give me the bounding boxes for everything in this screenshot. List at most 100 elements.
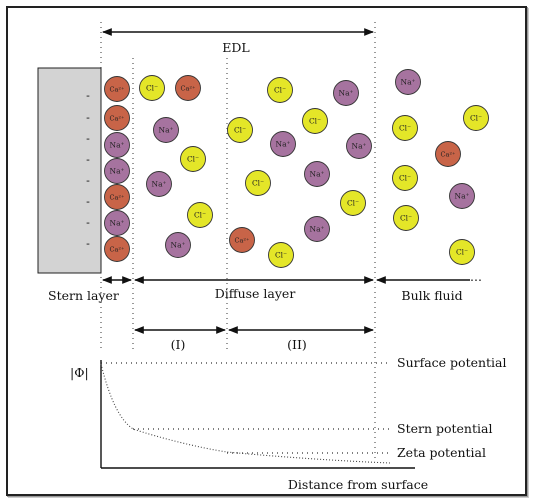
cl-ion-label: Cl⁻ [347, 199, 359, 208]
ca-ion-circle [229, 227, 255, 253]
na-ion: Na⁺ [346, 133, 372, 159]
cl-ion: Cl⁻ [187, 202, 213, 228]
cl-ion: Cl⁻ [392, 165, 418, 191]
distance-axis-label: Distance from surface [288, 477, 428, 492]
ca-ion-label: Ca²⁺ [110, 86, 125, 94]
na-ion: Na⁺ [395, 69, 421, 95]
cl-ion-label: Cl⁻ [274, 86, 286, 95]
surface-potential-label: Surface potential [397, 355, 507, 370]
cl-ion: Cl⁻ [267, 77, 293, 103]
negative-charge-sign: - [86, 132, 90, 145]
ca-ion-label: Ca²⁺ [181, 85, 196, 93]
cl-ion-label: Cl⁻ [187, 155, 199, 164]
potential-curve [100, 363, 391, 464]
cl-ion-circle [227, 117, 253, 143]
cl-ion-circle [463, 105, 489, 131]
ca-ion: Ca²⁺ [229, 227, 255, 253]
phi-axis-label: |Φ| [70, 365, 89, 380]
cl-ion-circle [393, 205, 419, 231]
na-ion-circle [304, 161, 330, 187]
boundary-lines [100, 22, 376, 460]
ca-ion: Ca²⁺ [175, 75, 201, 101]
stern-potential-label: Stern potential [397, 421, 492, 436]
negative-charge-sign: - [86, 237, 90, 250]
cl-ion: Cl⁻ [449, 239, 475, 265]
na-ion-label: Na⁺ [401, 78, 416, 87]
ca-ion: Ca²⁺ [104, 184, 130, 210]
na-ion-circle [104, 158, 130, 184]
na-ion: Na⁺ [333, 80, 359, 106]
cl-ion: Cl⁻ [340, 190, 366, 216]
zeta-potential-label: Zeta potential [397, 445, 486, 460]
cl-ion-circle [449, 239, 475, 265]
cl-ion-circle [340, 190, 366, 216]
na-ion-circle [153, 117, 179, 143]
ca-ion: Ca²⁺ [104, 236, 130, 262]
region-2-label: (II) [287, 337, 307, 352]
cl-ion-label: Cl⁻ [399, 174, 411, 183]
na-ion: Na⁺ [104, 158, 130, 184]
negative-charge-sign: - [86, 153, 90, 166]
ca-ion: Ca²⁺ [104, 105, 130, 131]
na-ion-circle [449, 183, 475, 209]
cl-ion-circle [392, 165, 418, 191]
region-1-label: (I) [171, 337, 186, 352]
negative-charge-sign: - [86, 111, 90, 124]
cl-ion-circle [267, 77, 293, 103]
na-ion: Na⁺ [165, 232, 191, 258]
na-ion: Na⁺ [304, 216, 330, 242]
cl-ion-label: Cl⁻ [275, 251, 287, 260]
na-ion-circle [395, 69, 421, 95]
cl-ion-label: Cl⁻ [234, 126, 246, 135]
na-ion-circle [333, 80, 359, 106]
na-ion-label: Na⁺ [110, 141, 125, 150]
cl-ion-circle [392, 115, 418, 141]
ca-ion-circle [435, 141, 461, 167]
cl-ion-circle [245, 170, 271, 196]
cl-ion: Cl⁻ [180, 146, 206, 172]
na-ion-label: Na⁺ [339, 89, 354, 98]
cl-ion-label: Cl⁻ [470, 114, 482, 123]
cl-ion-label: Cl⁻ [456, 248, 468, 257]
na-ion: Na⁺ [304, 161, 330, 187]
potential-plot: |Φ| Surface potential Stern potential Ze… [70, 355, 507, 492]
cl-ion-label: Cl⁻ [252, 179, 264, 188]
edl-label: EDL [222, 40, 249, 55]
cl-ion-circle [180, 146, 206, 172]
ca-ion-label: Ca²⁺ [110, 246, 125, 254]
na-ion: Na⁺ [449, 183, 475, 209]
na-ion-circle [270, 131, 296, 157]
na-ion-label: Na⁺ [159, 126, 174, 135]
negative-charge-sign: - [86, 174, 90, 187]
ca-ion: Ca²⁺ [104, 76, 130, 102]
na-ion-label: Na⁺ [455, 192, 470, 201]
negative-charge-sign: - [86, 216, 90, 229]
ca-ion-circle [104, 184, 130, 210]
diffuse-layer-label: Diffuse layer [215, 286, 296, 301]
na-ion-label: Na⁺ [110, 167, 125, 176]
ca-ion: Ca²⁺ [435, 141, 461, 167]
ca-ion-circle [104, 105, 130, 131]
na-ion-label: Na⁺ [110, 219, 125, 228]
na-ion-circle [146, 171, 172, 197]
cl-ion-circle [302, 108, 328, 134]
cl-ion-label: Cl⁻ [146, 84, 158, 93]
ca-ion-label: Ca²⁺ [235, 237, 250, 245]
cl-ion: Cl⁻ [268, 242, 294, 268]
ca-ion-circle [175, 75, 201, 101]
ca-ion-circle [104, 236, 130, 262]
surface-charges: -------- [86, 89, 90, 250]
na-ion-label: Na⁺ [352, 142, 367, 151]
stern-layer-label: Stern layer [48, 288, 119, 303]
cl-ion-label: Cl⁻ [400, 214, 412, 223]
ca-ion-circle [104, 76, 130, 102]
bulk-ellipsis: ... [470, 269, 482, 284]
cl-ion: Cl⁻ [393, 205, 419, 231]
na-ion: Na⁺ [146, 171, 172, 197]
na-ion-circle [346, 133, 372, 159]
cl-ion: Cl⁻ [245, 170, 271, 196]
negative-charge-sign: - [86, 195, 90, 208]
cl-ion-label: Cl⁻ [309, 117, 321, 126]
cl-ion-circle [187, 202, 213, 228]
